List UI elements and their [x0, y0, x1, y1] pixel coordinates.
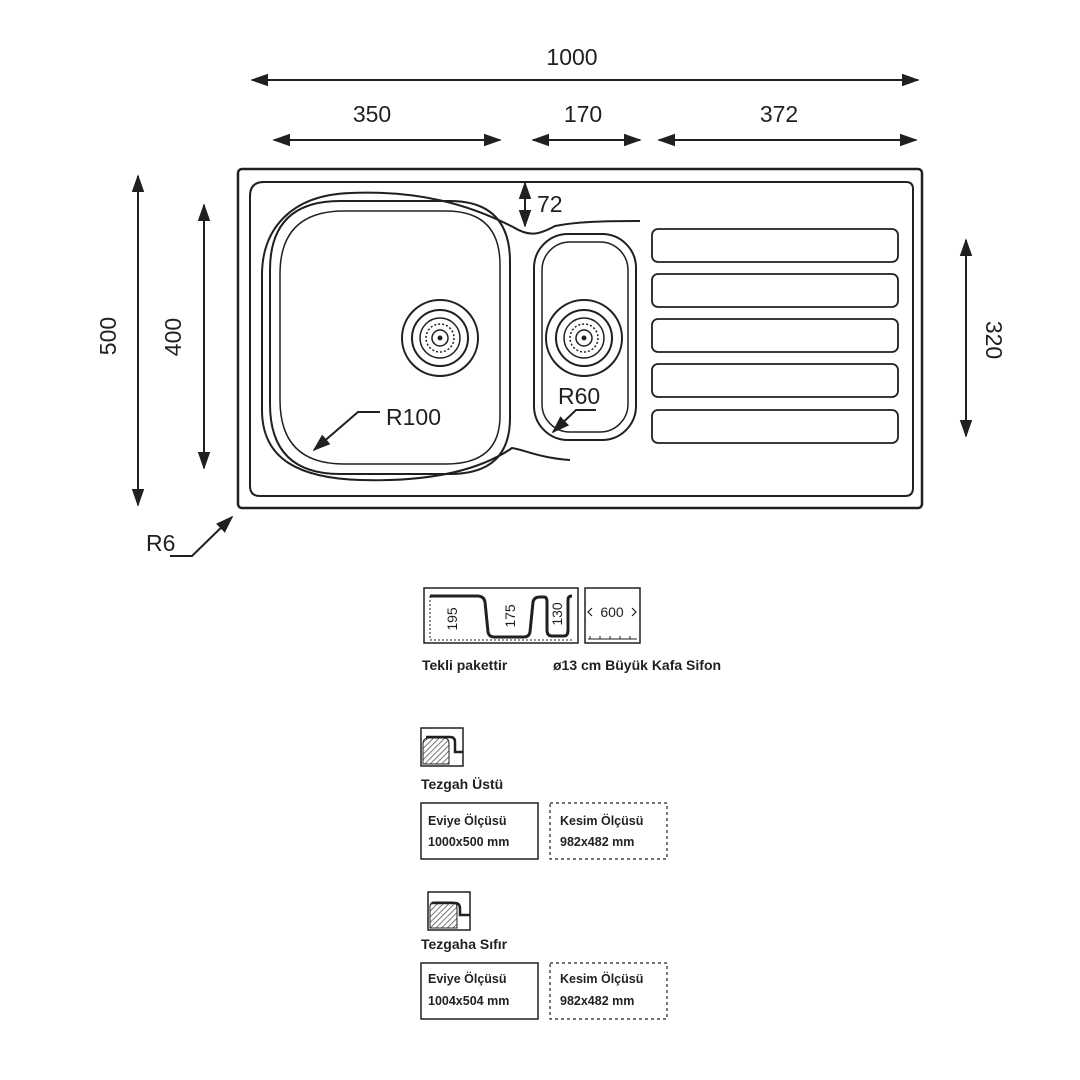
drainer-groove	[651, 318, 899, 353]
drainer-groove	[651, 228, 899, 263]
corner-radius-label: R6	[146, 530, 175, 556]
flushmount-cutout-label: Kesim Ölçüsü	[560, 971, 643, 986]
topmount-sink-size-label: Eviye Ölçüsü	[428, 813, 507, 828]
package-label: Tekli pakettir	[422, 657, 508, 673]
dim-drainer-width: 372	[657, 101, 918, 147]
sink-inner-deck	[249, 181, 914, 497]
drainer-grooves	[651, 228, 899, 444]
topmount-cutout-value: 982x482 mm	[560, 835, 634, 849]
topmount-sink-size-box: Eviye Ölçüsü 1000x500 mm	[420, 802, 539, 860]
bowl-radius-label: R100	[386, 404, 441, 430]
profile-depth-3: 130	[549, 602, 565, 626]
small-bowl-inner	[541, 241, 629, 433]
profile-depth-1: 195	[444, 607, 460, 631]
siphon-label: ø13 cm Büyük Kafa Sifon	[553, 657, 721, 673]
profile-depth-2: 175	[502, 604, 518, 628]
flushmount-sink-size-box: Eviye Ölçüsü 1004x504 mm	[420, 962, 539, 1020]
dim-back-edge: 72	[518, 181, 563, 228]
dim-bowl-width: 350	[272, 101, 502, 147]
topmount-cutout-box: Kesim Ölçüsü 982x482 mm	[549, 802, 668, 860]
dim-overall-depth: 500	[95, 174, 145, 507]
install-flushmount-icon	[427, 891, 471, 931]
topmount-cutout-label: Kesim Ölçüsü	[560, 813, 643, 828]
flushmount-sink-size-label: Eviye Ölçüsü	[428, 971, 507, 986]
small-bowl-radius-label: R60	[558, 383, 600, 409]
bowl-radius-callout: R100	[312, 404, 441, 452]
drainer-groove	[651, 409, 899, 444]
dim-drainer-depth-label: 320	[981, 321, 1007, 359]
flushmount-cutout-box: Kesim Ölçüsü 982x482 mm	[549, 962, 668, 1020]
dim-overall-depth-label: 500	[95, 317, 121, 355]
cabinet-width-label: 600	[600, 604, 624, 620]
small-bowl-radius-callout: R60	[551, 383, 600, 434]
dim-bowl-depth-label: 400	[160, 318, 186, 356]
dim-drainer-depth: 320	[959, 238, 1007, 438]
dim-back-edge-label: 72	[537, 191, 563, 217]
dim-bowl-depth: 400	[160, 203, 211, 470]
main-drain-icon	[401, 299, 479, 377]
sink-outer-edge	[236, 167, 924, 510]
dim-drainer-width-label: 372	[760, 101, 798, 127]
main-bowl-inner	[279, 210, 501, 465]
install-flushmount-title: Tezgaha Sıfır	[421, 936, 508, 952]
main-bowl	[269, 200, 511, 475]
dim-small-bowl-width: 170	[531, 101, 642, 147]
drainer-groove	[651, 363, 899, 398]
dim-bowl-width-label: 350	[353, 101, 391, 127]
cabinet-width-box: 600	[584, 587, 641, 644]
dim-small-bowl-width-label: 170	[564, 101, 602, 127]
drainer-groove	[651, 273, 899, 308]
flushmount-sink-size-value: 1004x504 mm	[428, 994, 509, 1008]
small-drain-icon	[545, 299, 623, 377]
flushmount-cutout-value: 982x482 mm	[560, 994, 634, 1008]
main-bowl-rim	[261, 191, 641, 482]
sink-profile-section: 195 175 130	[423, 587, 579, 644]
sink-top-view	[236, 167, 924, 510]
dim-overall-width-label: 1000	[546, 44, 597, 70]
corner-radius-callout: R6	[146, 515, 234, 557]
small-bowl	[533, 233, 637, 441]
install-topmount-title: Tezgah Üstü	[421, 776, 503, 792]
install-topmount-icon	[420, 727, 464, 767]
topmount-sink-size-value: 1000x500 mm	[428, 835, 509, 849]
dim-overall-width: 1000	[250, 44, 920, 87]
